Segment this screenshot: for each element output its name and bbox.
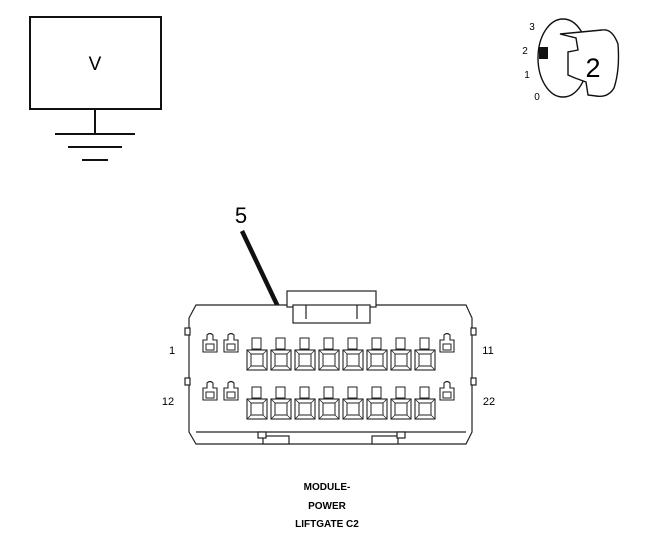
pin-label-1: 1: [169, 345, 175, 357]
connector-caption-line-3: LIFTGATE C2: [295, 519, 359, 530]
key-position-marker: [539, 47, 548, 59]
connector-housing: [188, 304, 473, 445]
top-cavity-6: [366, 337, 388, 371]
key-position-0: 0: [534, 92, 540, 103]
bottom-cavity-4: [318, 386, 340, 420]
bottom-cavity-6: [366, 386, 388, 420]
top-latch-right: [439, 332, 455, 353]
top-cavity-1: [246, 337, 268, 371]
bottom-cavity-7: [390, 386, 412, 420]
callout-pin-number: 5: [235, 203, 247, 228]
key-position-2: 2: [522, 46, 528, 57]
bottom-latch-left-1: [202, 380, 218, 401]
voltmeter-box: [29, 16, 162, 110]
pin-label-12: 12: [162, 396, 174, 408]
top-latch-left-1: [202, 332, 218, 353]
bottom-cavity-1: [246, 386, 268, 420]
connector-cavities: [202, 332, 455, 420]
bottom-cavity-3: [294, 386, 316, 420]
bottom-cavity-8: [414, 386, 436, 420]
top-cavity-7: [390, 337, 412, 371]
pin-label-22: 22: [483, 396, 495, 408]
connector-caption-line-2: POWER: [308, 501, 347, 512]
voltmeter-symbol: V: [29, 16, 162, 110]
key-selected-position: 2: [585, 53, 600, 83]
bottom-latch-right: [439, 380, 455, 401]
ground-symbol: [55, 109, 135, 161]
top-latch-left-2: [223, 332, 239, 353]
top-cavity-5: [342, 337, 364, 371]
connector-caption-line-1: MODULE-: [304, 482, 351, 493]
top-cavity-3: [294, 337, 316, 371]
pin-label-11: 11: [482, 345, 493, 357]
top-cavity-8: [414, 337, 436, 371]
top-cavity-4: [318, 337, 340, 371]
voltmeter-label: V: [89, 54, 102, 75]
ignition-key-icon: 2 3 2 1 0: [522, 18, 620, 103]
bottom-cavity-5: [342, 386, 364, 420]
key-position-1: 1: [524, 70, 530, 81]
top-cavity-2: [270, 337, 292, 371]
bottom-latch-left-2: [223, 380, 239, 401]
bottom-cavity-2: [270, 386, 292, 420]
key-position-3: 3: [529, 22, 535, 33]
